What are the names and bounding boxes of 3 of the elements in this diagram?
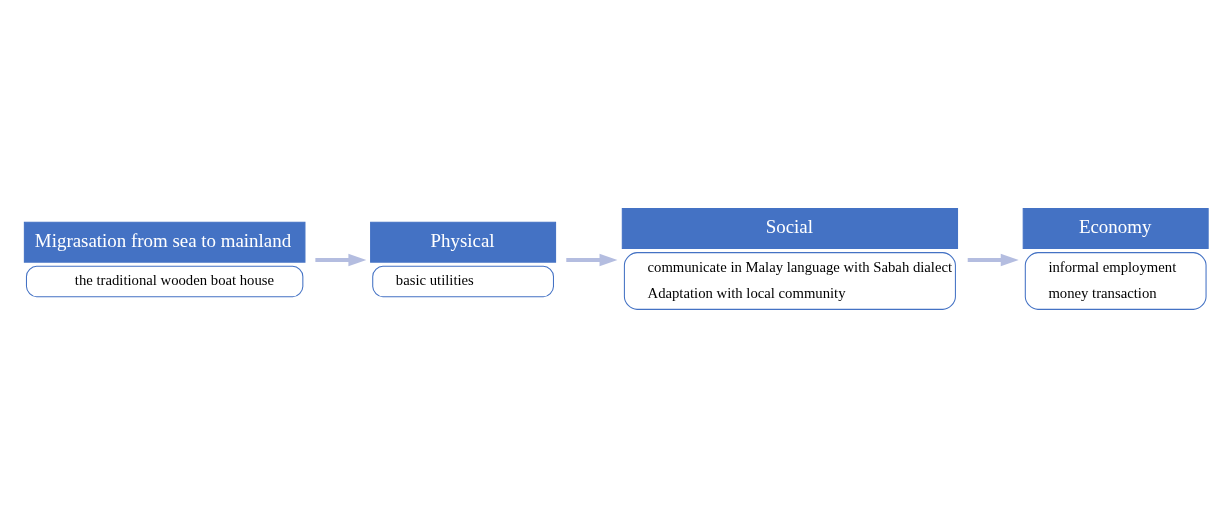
arrow [967,253,1019,266]
arrow [315,253,367,266]
arrow [566,253,618,266]
